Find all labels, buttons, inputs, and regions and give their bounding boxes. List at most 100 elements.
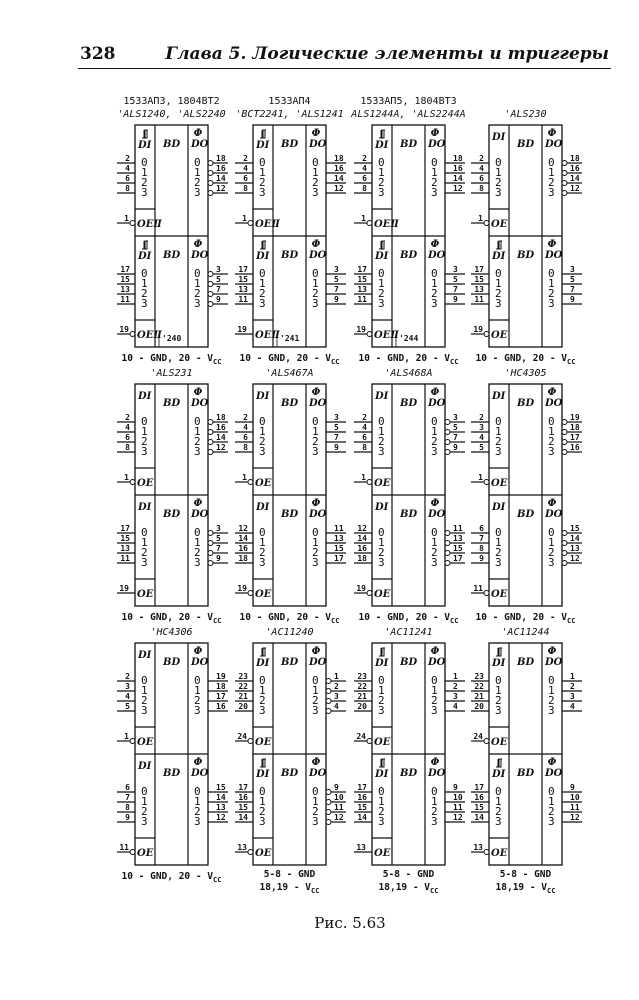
input-index: 2 bbox=[141, 546, 148, 559]
output-index: 0 bbox=[548, 785, 555, 798]
input-pin-number: 8 bbox=[479, 184, 484, 193]
input-pin-number: 17 bbox=[238, 783, 248, 792]
power-note-subscript: CC bbox=[331, 617, 339, 625]
output-index: 2 bbox=[312, 176, 319, 189]
power-pin-note: 5-8 - GND bbox=[264, 869, 316, 880]
output-index: 1 bbox=[548, 536, 555, 549]
output-index: 1 bbox=[312, 684, 319, 697]
inversion-bubble bbox=[561, 439, 568, 445]
input-index: 3 bbox=[495, 815, 502, 828]
input-pin-number: 21 bbox=[238, 692, 248, 701]
power-note-text: 18,19 - V bbox=[496, 882, 548, 893]
input-index: 2 bbox=[378, 546, 385, 559]
input-pin-number: 15 bbox=[120, 534, 130, 543]
output-pin-number: 5 bbox=[453, 275, 458, 284]
inversion-bubble bbox=[247, 220, 254, 226]
output-pin-number: 9 bbox=[570, 783, 575, 792]
output-pin-number: 16 bbox=[216, 423, 226, 432]
input-index: 2 bbox=[495, 546, 502, 559]
three-state-icon: Φ bbox=[194, 128, 203, 139]
input-index: 2 bbox=[378, 805, 385, 818]
output-index: 2 bbox=[312, 694, 319, 707]
di-label: DI bbox=[374, 502, 389, 513]
output-pin-number: 9 bbox=[334, 443, 339, 452]
input-pin-number: 4 bbox=[243, 423, 248, 432]
output-index: 2 bbox=[312, 435, 319, 448]
bd-label: BD bbox=[280, 398, 298, 409]
input-pin-number: 16 bbox=[474, 793, 484, 802]
do-label: DO bbox=[427, 657, 446, 668]
power-note-subscript: CC bbox=[547, 887, 555, 895]
input-pin-number: 5 bbox=[125, 702, 130, 711]
di-label: DI bbox=[255, 251, 270, 262]
bd-label: BD bbox=[399, 139, 417, 150]
inversion-bubble bbox=[325, 819, 332, 825]
output-index: 0 bbox=[194, 674, 201, 687]
input-pin-number: 14 bbox=[474, 813, 484, 822]
inversion-bubble bbox=[207, 429, 214, 435]
part-suffix: '244 bbox=[399, 334, 418, 343]
bd-label: BD bbox=[516, 657, 534, 668]
inversion-bubble bbox=[247, 590, 254, 596]
inversion-bubble bbox=[207, 281, 214, 287]
input-index: 0 bbox=[259, 785, 266, 798]
bd-label: BD bbox=[280, 509, 298, 520]
output-pin-number: 5 bbox=[216, 275, 221, 284]
output-index: 3 bbox=[194, 556, 201, 569]
schmitt-trigger-icon bbox=[379, 129, 385, 139]
schmitt-trigger-icon bbox=[379, 758, 385, 768]
input-index: 0 bbox=[495, 674, 502, 687]
input-index: 3 bbox=[378, 556, 385, 569]
inversion-bubble bbox=[129, 738, 136, 744]
input-pin-number: 2 bbox=[362, 154, 367, 163]
output-pin-number: 5 bbox=[570, 275, 575, 284]
power-pin-note: 18,19 - VCC bbox=[496, 882, 556, 895]
oe-pin-number: 11 bbox=[473, 584, 483, 593]
output-index: 1 bbox=[312, 795, 319, 808]
input-pin-number: 3 bbox=[125, 682, 130, 691]
bd-label: BD bbox=[280, 250, 298, 261]
output-pin-number: 11 bbox=[453, 524, 463, 533]
inversion-bubble bbox=[366, 331, 373, 337]
output-pin-number: 9 bbox=[453, 295, 458, 304]
output-index: 0 bbox=[431, 526, 438, 539]
di-label: DI bbox=[491, 132, 506, 143]
output-index: 1 bbox=[548, 684, 555, 697]
chip-title: 'HC4305 bbox=[504, 368, 546, 379]
input-pin-number: 15 bbox=[238, 275, 248, 284]
three-state-icon: Φ bbox=[548, 646, 557, 657]
output-pin-number: 11 bbox=[570, 803, 580, 812]
inversion-bubble bbox=[561, 419, 568, 425]
output-pin-number: 10 bbox=[334, 793, 344, 802]
input-pin-number: 8 bbox=[362, 184, 367, 193]
output-pin-number: 11 bbox=[334, 803, 344, 812]
power-pin-note: 10 - GND, 20 - VCC bbox=[122, 612, 222, 625]
do-label: DO bbox=[190, 250, 209, 261]
output-index: 3 bbox=[312, 815, 319, 828]
oe-pin-number: 1 bbox=[361, 214, 366, 223]
oe-label: OE bbox=[491, 589, 508, 600]
oe-label: OE bbox=[491, 330, 508, 341]
output-index: 0 bbox=[431, 267, 438, 280]
inversion-bubble bbox=[561, 160, 568, 166]
output-index: 0 bbox=[548, 415, 555, 428]
output-index: 2 bbox=[312, 805, 319, 818]
power-pin-note: 5-8 - GND bbox=[500, 869, 552, 880]
oe-label: OE bbox=[491, 219, 508, 230]
input-index: 0 bbox=[495, 267, 502, 280]
do-label: DO bbox=[190, 768, 209, 779]
input-index: 3 bbox=[259, 704, 266, 717]
output-pin-number: 12 bbox=[334, 184, 344, 193]
inversion-bubble bbox=[207, 530, 214, 536]
power-note-text: 5-8 - GND bbox=[500, 869, 552, 880]
output-pin-number: 18 bbox=[570, 423, 580, 432]
input-pin-number: 22 bbox=[474, 682, 484, 691]
power-note-text: 10 - GND, 20 - V bbox=[240, 353, 332, 364]
do-label: DO bbox=[427, 768, 446, 779]
output-index: 2 bbox=[548, 805, 555, 818]
inversion-bubble bbox=[561, 190, 568, 196]
di-label: DI bbox=[255, 391, 270, 402]
